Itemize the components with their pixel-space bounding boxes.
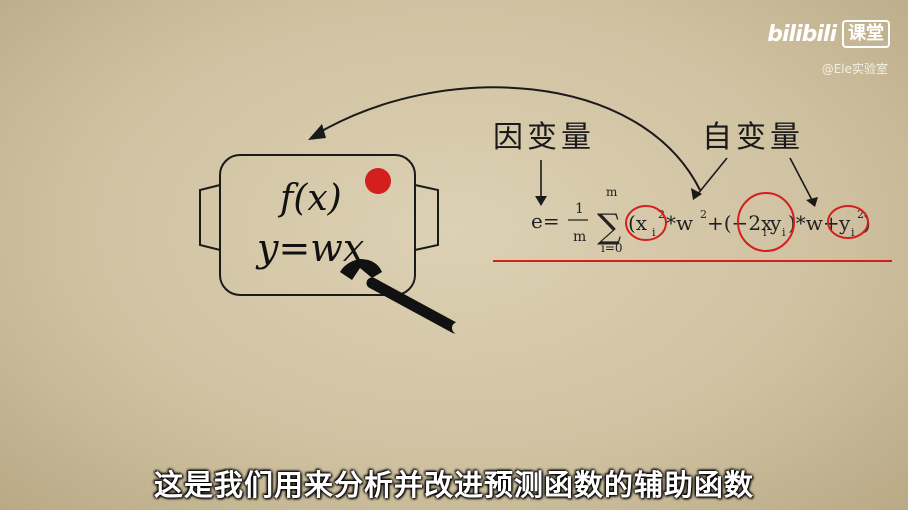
eq-sum-bottom: i=0 [601, 241, 623, 255]
eq-term1-tail: *w [666, 211, 693, 235]
sum-symbol-icon: ∑ [597, 207, 621, 247]
eq-term2-mid: y [769, 211, 782, 235]
course-badge: 课堂 [842, 20, 890, 48]
video-subtitle: 这是我们用来分析并改进预测函数的辅助函数 [153, 468, 754, 502]
machine-line2: y=wx [257, 226, 365, 270]
eq-term3-sup: 2 [857, 208, 864, 221]
uploader-watermark: @Ele实验室 [821, 62, 888, 76]
eq-term1: (x [628, 211, 648, 235]
highlight-circle-xiyi [737, 192, 795, 252]
brand-logo: bilibili 课堂 [767, 20, 890, 48]
eq-term2-sub2: i [782, 226, 786, 239]
machine-line1: f(x) [280, 178, 342, 219]
curved-arrow-head [308, 124, 326, 140]
eq-sum-top: m [606, 185, 618, 199]
eq-term3-tail: ) [863, 211, 871, 235]
eq-term1-sub: i [652, 226, 656, 239]
label-dependent-variable: 因变量 [493, 120, 595, 155]
label-arrows [535, 157, 818, 207]
eq-term1-sup: 2 [658, 208, 665, 221]
eq-lhs: e= [531, 209, 560, 233]
bilibili-logo-text: bilibili [767, 21, 837, 47]
eq-frac-den: m [573, 229, 586, 245]
eq-term3-sub: i [851, 226, 855, 239]
loss-equation: e= 1 m m ∑ i=0 (x i 2 *w 2 +(−2x i y i )… [531, 185, 871, 255]
status-light-icon [365, 168, 391, 194]
curved-arrow [314, 86, 701, 191]
highlight-circle-yi [827, 205, 869, 239]
highlight-circle-xi [625, 205, 667, 241]
wrench-icon [340, 259, 464, 334]
eq-term1-w-sup: 2 [700, 208, 707, 221]
eq-term3: y [838, 211, 851, 235]
machine-box [199, 154, 439, 296]
eq-frac-num: 1 [575, 201, 584, 217]
label-independent-variable: 自变量 [702, 120, 804, 155]
highlight-circles [625, 192, 869, 252]
eq-term2-sub1: i [763, 226, 767, 239]
